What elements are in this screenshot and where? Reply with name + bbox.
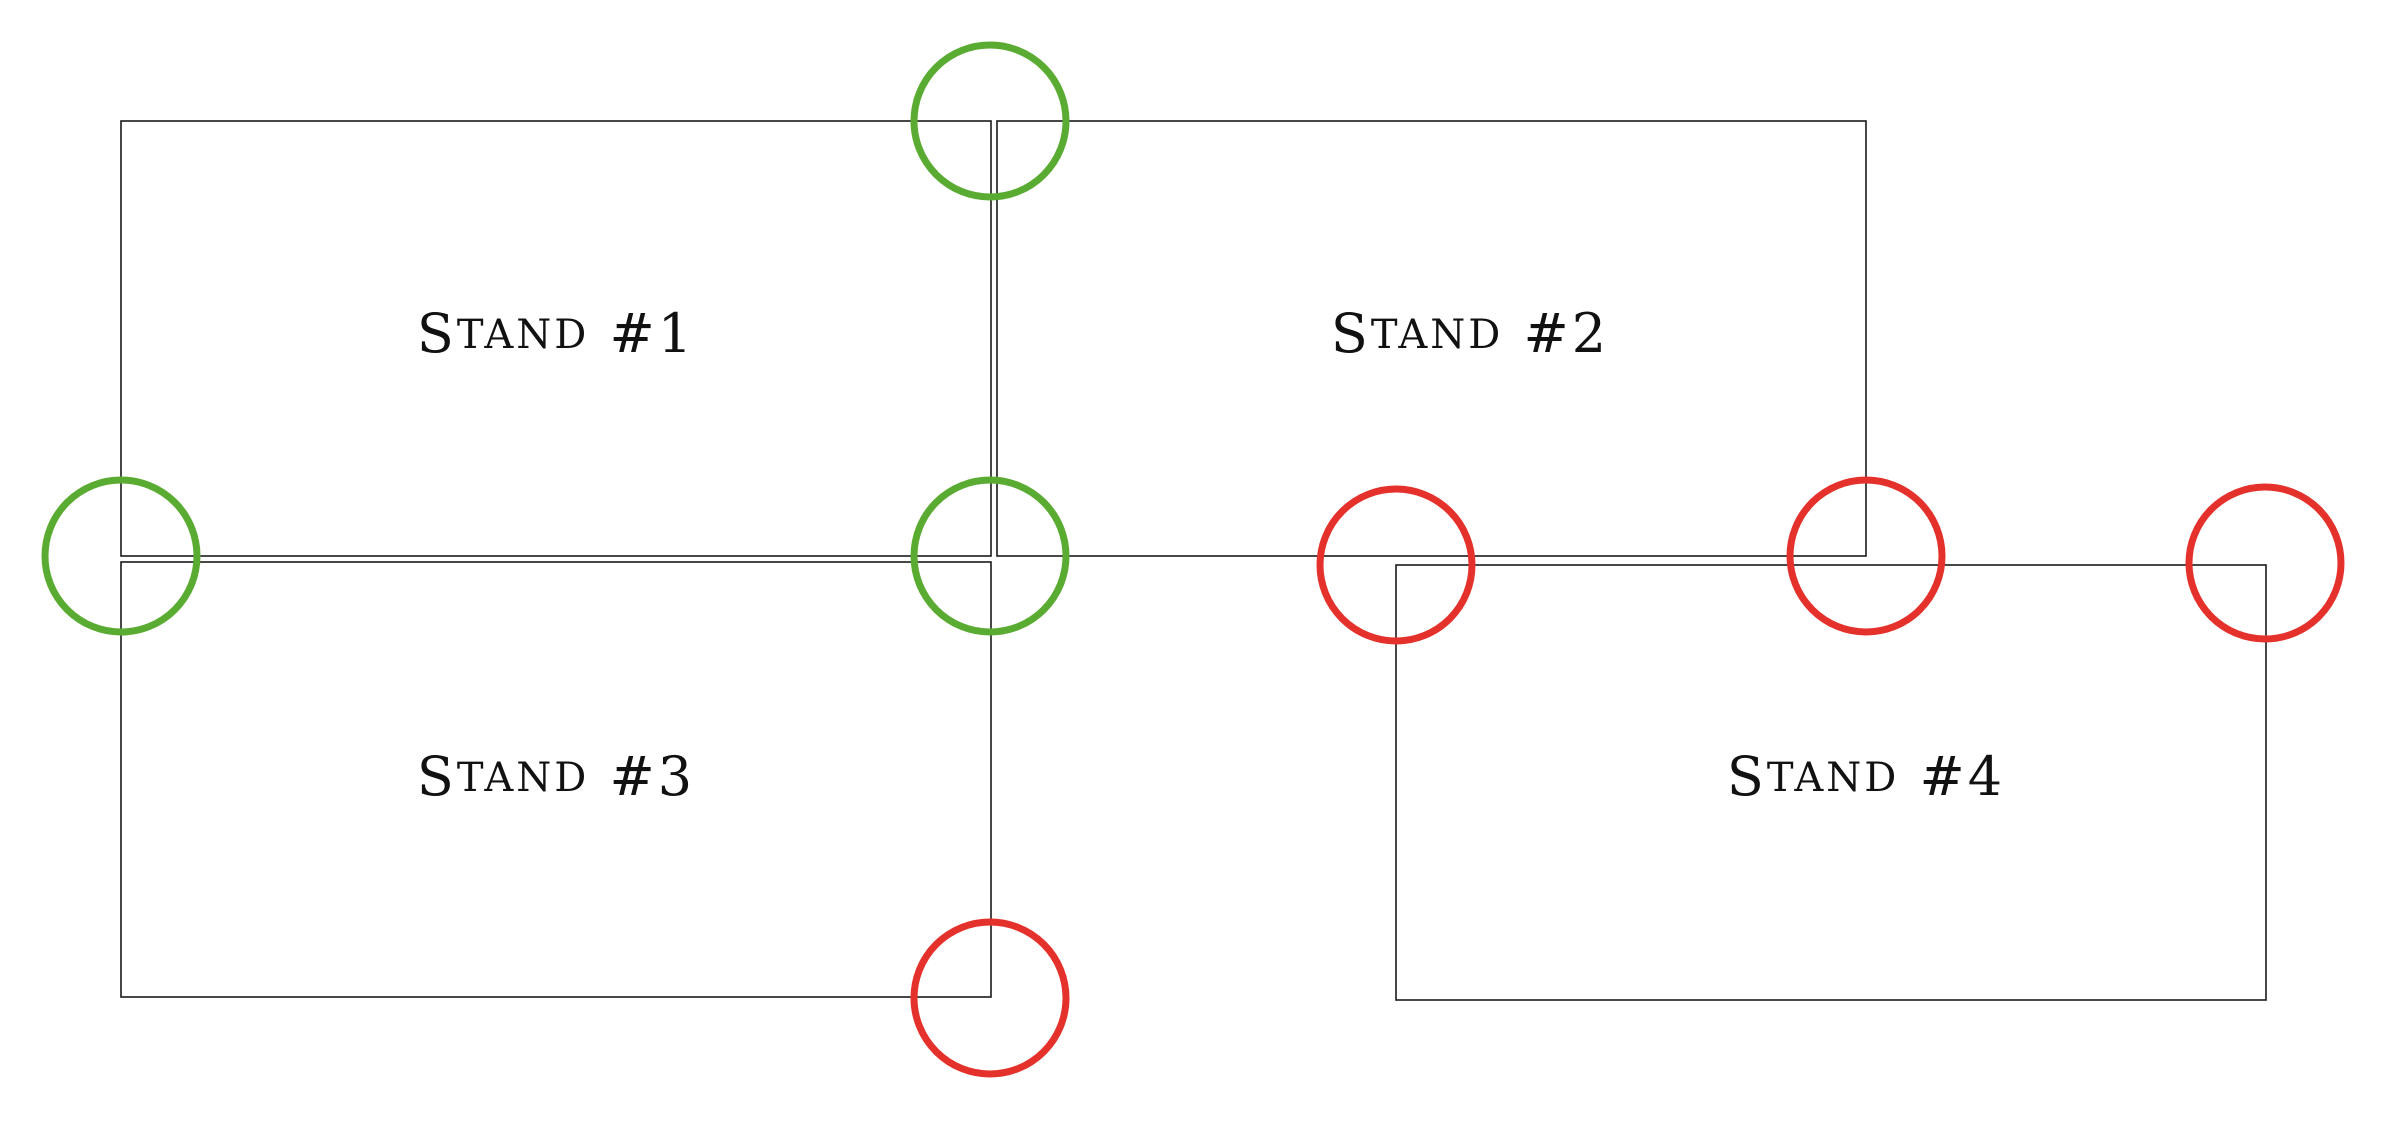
stand-1-label: STAND #1 (417, 302, 695, 365)
stand-3-label-initial: S (417, 745, 457, 808)
stand-1-outline (120, 120, 992, 557)
marker-m7-circle (910, 918, 1070, 1078)
marker-m5-circle (1786, 476, 1946, 636)
stand-1-label-rest: TAND (457, 312, 589, 358)
stand-3-label-rest: TAND (457, 755, 589, 801)
stand-1-label-number: #1 (610, 302, 696, 365)
stand-2-label-rest: TAND (1371, 312, 1503, 358)
stand-4-label-number: #4 (1920, 745, 2006, 808)
stand-2-label: STAND #2 (1331, 302, 1609, 365)
stand-3-label: STAND #3 (417, 745, 695, 808)
stand-2-label-initial: S (1331, 302, 1371, 365)
marker-m6-circle (2185, 483, 2345, 643)
stand-4-label-rest: TAND (1767, 755, 1899, 801)
stand-1-label-initial: S (417, 302, 457, 365)
marker-m3-circle (910, 476, 1070, 636)
stand-2-outline (996, 120, 1867, 557)
stand-4-label: STAND #4 (1727, 745, 2005, 808)
stand-3-label-number: #3 (610, 745, 696, 808)
stand-2-label-number: #2 (1524, 302, 1610, 365)
stand-4-label-initial: S (1727, 745, 1767, 808)
marker-m4-circle (1316, 485, 1476, 645)
marker-m2-circle (41, 476, 201, 636)
stand-4-outline (1395, 564, 2267, 1001)
stand-3-outline (120, 561, 992, 998)
marker-m1-circle (910, 41, 1070, 201)
